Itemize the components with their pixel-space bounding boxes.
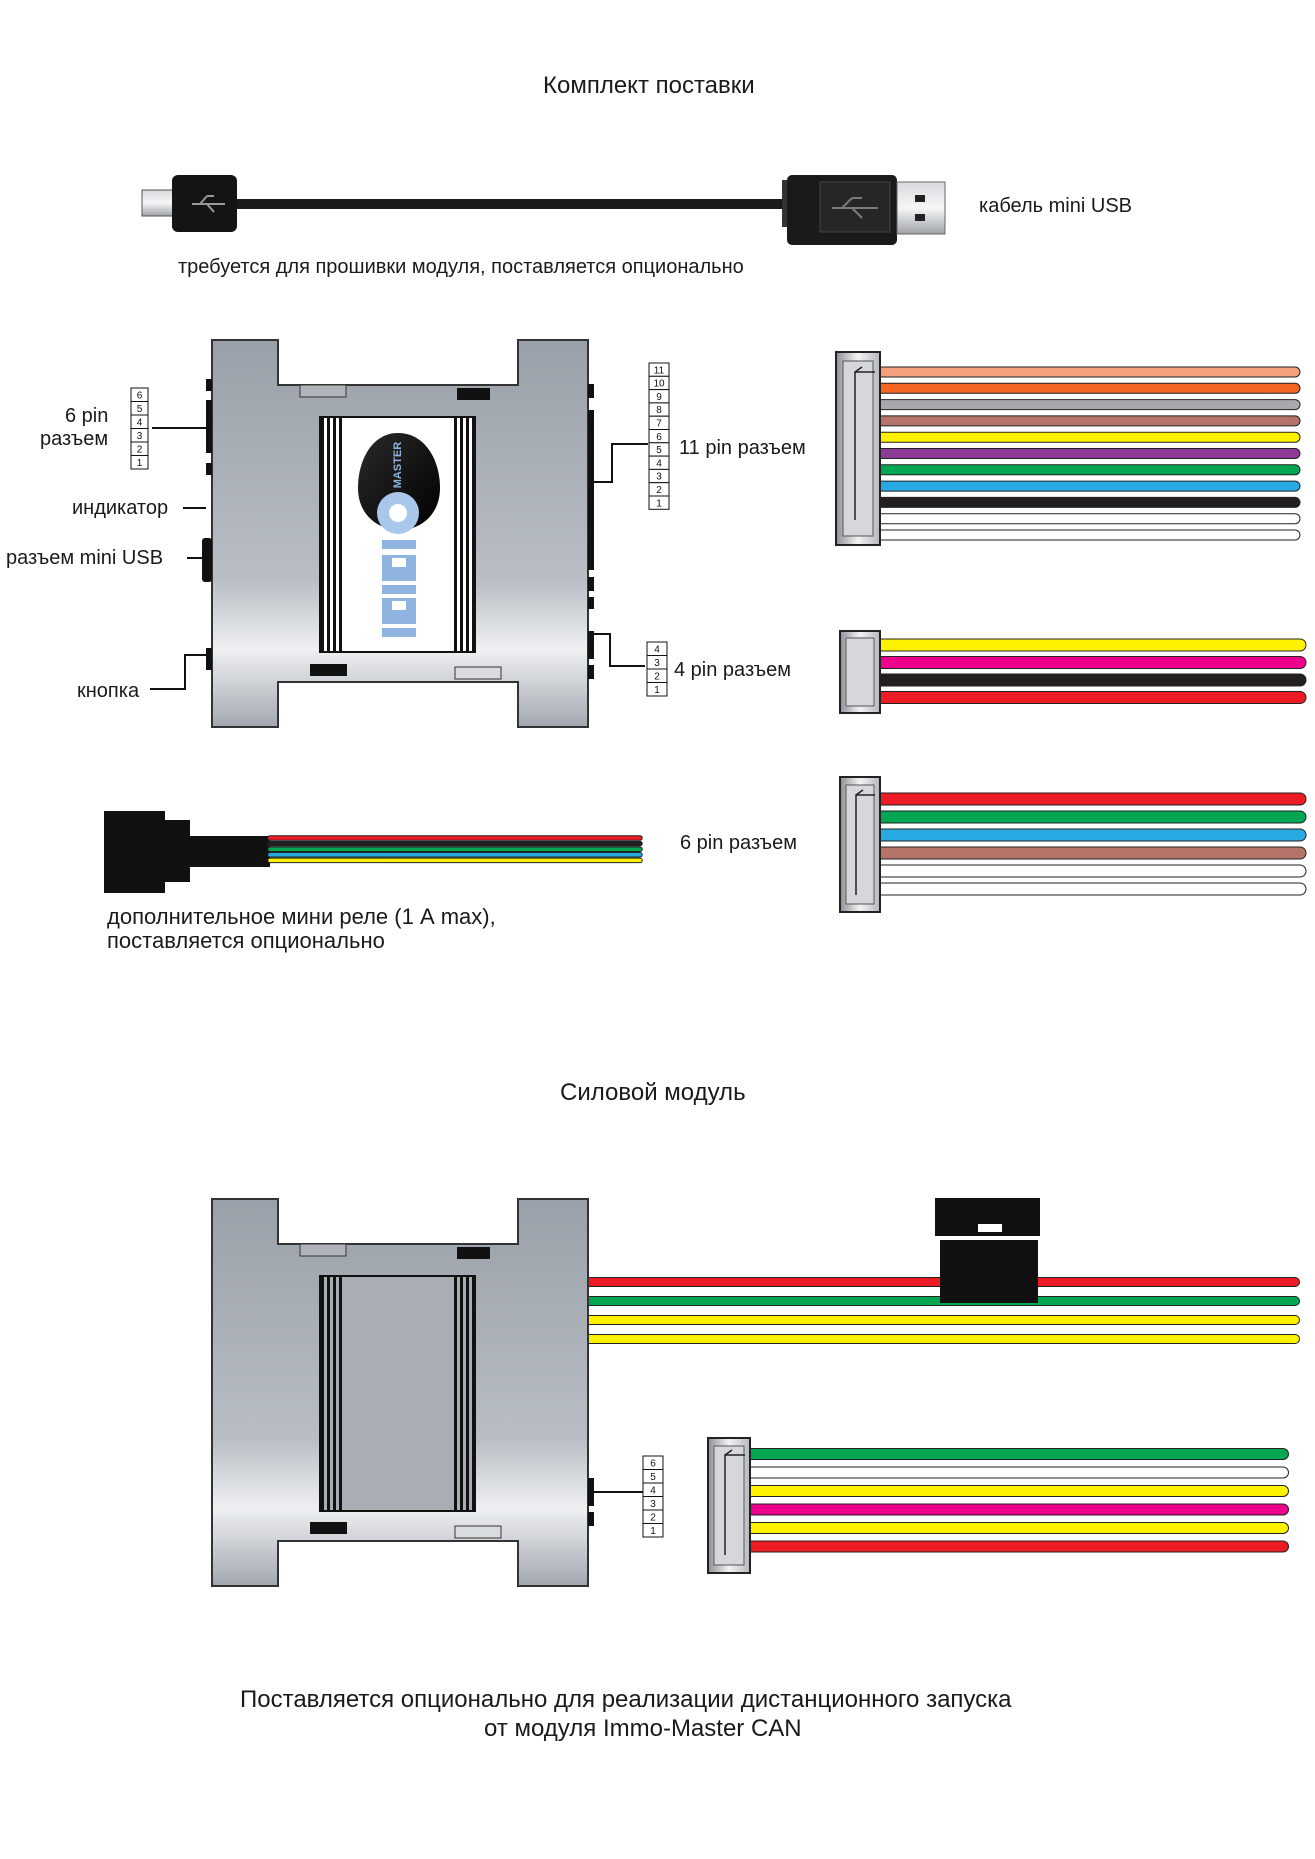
pin-table-6-power: 6 5 4 3 2 1 <box>642 1455 664 1538</box>
power-six-pin-port <box>588 1478 594 1506</box>
pin-number: 10 <box>653 379 665 390</box>
power-left-heatsink-fins <box>321 1276 342 1511</box>
mini-relay-label-line1: дополнительное мини реле (1 А max), <box>107 904 496 929</box>
power-center-panel <box>319 1275 476 1512</box>
harness-11pin <box>835 351 1301 546</box>
pin-number: 6 <box>650 1459 656 1470</box>
pin-cell <box>642 1523 664 1538</box>
harness-4pin <box>839 630 1307 714</box>
mini-relay-label-line2: поставляется опционально <box>107 928 385 953</box>
indicator-label: индикатор <box>72 497 169 519</box>
pin-number: 8 <box>656 405 662 416</box>
pin-number: 6 <box>137 391 143 402</box>
left-heatsink-fins <box>321 417 342 652</box>
eleven-pin-port <box>588 410 594 570</box>
six-pin-label-line1: 6 pin <box>65 405 109 427</box>
power-right-heatsink-fins <box>454 1276 475 1511</box>
harness-6pin <box>839 776 1307 913</box>
six-pin-harness-label: 6 pin разъем <box>680 832 798 854</box>
power-module-title: Силовой модуль <box>560 1079 746 1106</box>
indicator-led <box>206 463 212 475</box>
pin-number: 6 <box>656 432 662 443</box>
pin-number: 4 <box>137 418 143 429</box>
immo-master-logo: MASTER <box>358 433 440 637</box>
pin-number: 2 <box>656 485 662 496</box>
usb-cable-note: требуется для прошивки модуля, поставляе… <box>178 256 744 278</box>
harness-6pin-wires <box>871 792 1307 896</box>
mini-relay-body <box>104 811 270 893</box>
mini-relay-wires <box>267 835 643 864</box>
pin-cell <box>646 682 668 697</box>
pin-number: 3 <box>650 1499 656 1510</box>
pin-number: 4 <box>650 1486 656 1497</box>
eleven-pin-label: 11 pin разъем <box>679 437 806 459</box>
power-module <box>211 1198 1300 1587</box>
pin-number: 5 <box>650 1472 656 1483</box>
pin-number: 3 <box>654 658 660 669</box>
pin-number: 1 <box>654 685 660 696</box>
pin-number: 5 <box>137 404 143 415</box>
pin-number: 7 <box>656 419 662 430</box>
pin-number: 4 <box>656 458 662 469</box>
logo-master-text: MASTER <box>392 442 404 489</box>
usb-symbol-icon <box>832 197 878 219</box>
left-leader-lines <box>150 427 206 690</box>
power-relay-body <box>940 1240 1038 1303</box>
harness-4pin-wires <box>871 638 1307 704</box>
pin-table-6-main: 6 5 4 3 2 1 <box>130 387 149 470</box>
pin-number: 2 <box>650 1513 656 1524</box>
pin-number: 4 <box>654 645 660 656</box>
pin-number: 1 <box>650 1526 656 1537</box>
mini-usb-cable <box>141 175 946 245</box>
power-harness-6pin <box>707 1437 1289 1574</box>
kit-title: Комплект поставки <box>543 72 755 99</box>
power-harness-wires <box>742 1448 1289 1553</box>
pin-number: 3 <box>137 431 143 442</box>
pin-table-4-main: 4 3 2 1 <box>646 641 668 697</box>
mini-usb-port <box>202 538 212 582</box>
pin-number: 5 <box>656 445 662 456</box>
button-label: кнопка <box>77 680 140 702</box>
pin-cell <box>648 495 670 510</box>
pin-number: 1 <box>137 458 143 469</box>
mini-usb-port-label: разъем mini USB <box>6 547 164 569</box>
button-port <box>206 648 212 670</box>
pin-number: 3 <box>656 472 662 483</box>
right-leader-lines <box>594 443 648 667</box>
usb-cable-wire <box>237 199 782 209</box>
right-heatsink-fins <box>454 417 475 652</box>
harness-11pin-wires <box>872 366 1301 541</box>
main-module: MASTER <box>150 339 648 728</box>
pin-number: 9 <box>656 392 662 403</box>
usb-cable-label: кабель mini USB <box>979 195 1132 217</box>
pin-cell <box>130 455 149 470</box>
pin-table-11-main: 11 10 9 8 7 6 5 4 3 2 1 <box>648 362 670 510</box>
usb-a-plug-metal <box>896 181 946 235</box>
six-pin-label-line2: разъем <box>40 428 109 450</box>
four-pin-port <box>588 631 594 659</box>
pin-number: 2 <box>654 672 660 683</box>
mini-relay <box>104 811 643 893</box>
pin-number: 11 <box>654 365 665 376</box>
footer-line1: Поставляется опционально для реализации … <box>240 1686 1012 1713</box>
usb-symbol-icon <box>192 195 225 213</box>
footer-line2: от модуля Immo-Master CAN <box>484 1715 802 1742</box>
six-pin-port <box>206 400 212 453</box>
pin-number: 2 <box>137 445 143 456</box>
pin-number: 1 <box>656 498 662 509</box>
four-pin-label: 4 pin разъем <box>674 659 792 681</box>
